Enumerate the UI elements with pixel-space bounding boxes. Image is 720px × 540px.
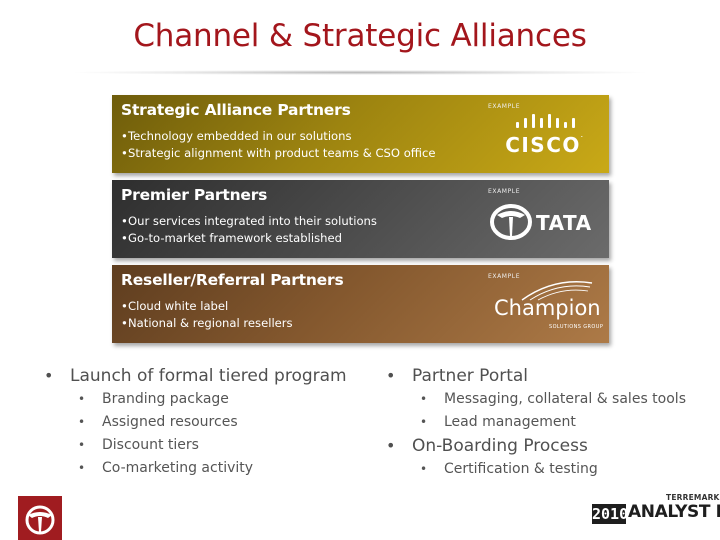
example-label: EXAMPLE bbox=[488, 103, 521, 110]
analyst-day-brand: TERREMARK 2010 ANALYST DAY bbox=[592, 492, 720, 536]
tier-bullet: •Cloud white label bbox=[121, 299, 229, 313]
tier-bullet: •Strategic alignment with product teams … bbox=[121, 145, 436, 160]
brand-event: ANALYST DAY bbox=[628, 502, 720, 522]
champion-subtext: SOLUTIONS GROUP bbox=[549, 324, 604, 330]
tier-bullet: •National & regional resellers bbox=[121, 315, 293, 330]
tier-heading: Strategic Alliance Partners bbox=[121, 101, 351, 119]
list-item: Lead management bbox=[386, 411, 686, 434]
list-item: Co-marketing activity bbox=[44, 457, 347, 480]
tata-wordmark: TATA bbox=[536, 211, 592, 235]
program-list: Launch of formal tiered program Branding… bbox=[44, 364, 347, 480]
slide-title: Channel & Strategic Alliances bbox=[133, 18, 587, 54]
cisco-bars-icon bbox=[516, 114, 575, 128]
brand-year: 2010 bbox=[592, 504, 629, 524]
tier-heading: Premier Partners bbox=[121, 186, 268, 204]
champion-logo: Champion SOLUTIONS GROUP bbox=[494, 279, 609, 333]
list-item-main: Launch of formal tiered program bbox=[44, 364, 347, 388]
example-label: EXAMPLE bbox=[488, 273, 521, 280]
tier-heading: Reseller/Referral Partners bbox=[121, 271, 344, 289]
portal-list: Partner Portal Messaging, collateral & s… bbox=[386, 364, 686, 481]
tier-bullet: •Technology embedded in our solutions bbox=[121, 129, 352, 143]
tier-strategic-alliance: Strategic Alliance Partners •Technology … bbox=[112, 95, 609, 173]
tier-bullets: •Our services integrated into their solu… bbox=[121, 213, 377, 246]
tata-logo: TATA bbox=[489, 202, 599, 242]
tier-bullet: •Our services integrated into their solu… bbox=[121, 214, 377, 228]
title-divider bbox=[75, 70, 645, 75]
cisco-wordmark: CISCO. bbox=[505, 133, 583, 157]
list-item: Certification & testing bbox=[386, 458, 686, 481]
cisco-logo: CISCO. bbox=[504, 113, 584, 157]
tier-bullets: •Technology embedded in our solutions •S… bbox=[121, 128, 436, 161]
list-item: Messaging, collateral & sales tools bbox=[386, 388, 686, 411]
tier-bullet: •Go-to-market framework established bbox=[121, 230, 342, 245]
tier-bullets: •Cloud white label •National & regional … bbox=[121, 298, 293, 331]
terremark-logo-icon bbox=[18, 496, 62, 540]
champion-swoosh-icon bbox=[521, 281, 593, 301]
tier-reseller-referral: Reseller/Referral Partners •Cloud white … bbox=[112, 265, 609, 343]
champion-wordmark: Champion bbox=[494, 296, 601, 320]
tier-premier: Premier Partners •Our services integrate… bbox=[112, 180, 609, 258]
list-item: Assigned resources bbox=[44, 411, 347, 434]
example-label: EXAMPLE bbox=[488, 188, 521, 195]
list-item: Discount tiers bbox=[44, 434, 347, 457]
list-item-main: Partner Portal bbox=[386, 364, 686, 388]
brand-company: TERREMARK bbox=[666, 493, 720, 502]
tata-emblem-icon bbox=[490, 204, 532, 240]
list-item-main: On-Boarding Process bbox=[386, 434, 686, 458]
list-item: Branding package bbox=[44, 388, 347, 411]
